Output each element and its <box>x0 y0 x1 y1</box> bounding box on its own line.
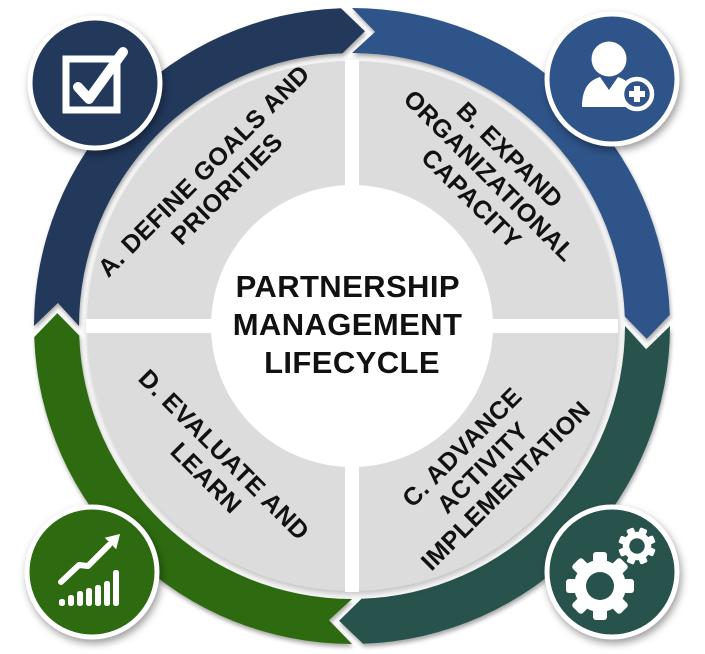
ring-segment-d <box>34 313 352 644</box>
arrow-ring <box>34 8 670 644</box>
center-circle <box>211 185 493 467</box>
ring-segment-c <box>339 326 670 644</box>
arrow-up-icon <box>104 534 120 550</box>
checkbox-checkmark-icon <box>62 47 128 114</box>
checkbox-badge <box>27 15 163 151</box>
small-gear <box>618 527 656 565</box>
plus-icon <box>619 76 655 112</box>
growth-chart-badge <box>24 504 160 640</box>
person-add-badge-circle <box>544 11 680 147</box>
person-add-badge <box>544 11 680 147</box>
growth-chart-badge-circle <box>24 504 160 640</box>
large-gear <box>566 552 634 620</box>
person-add-icon <box>582 41 655 112</box>
quadrant-disc <box>86 60 618 592</box>
ring-segment-b <box>352 8 670 339</box>
ring-segment-a <box>34 8 365 326</box>
center-title: PARTNERSHIP MANAGEMENT LIFECYCLE <box>233 269 472 380</box>
growth-chart-icon <box>58 534 120 606</box>
gears-icon <box>566 527 656 620</box>
gears-badge <box>544 504 680 640</box>
